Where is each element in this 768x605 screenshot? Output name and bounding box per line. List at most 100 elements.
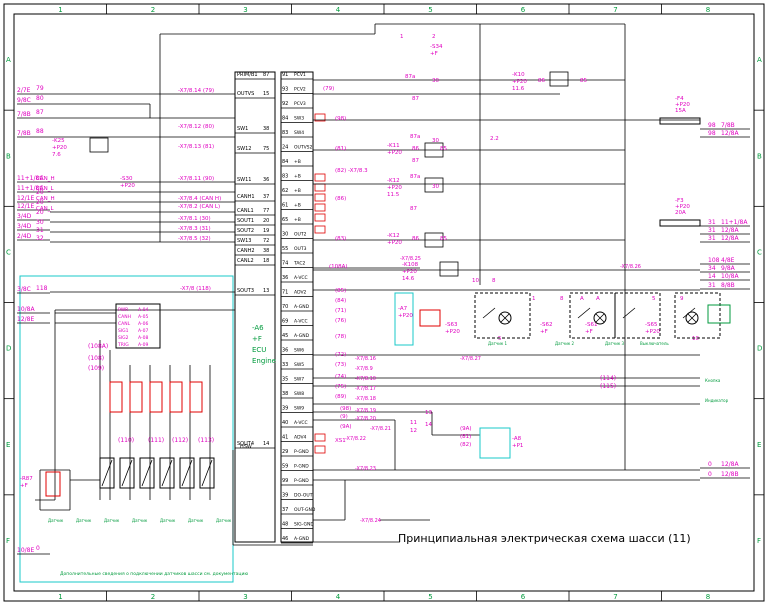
mid-label: (112): [172, 437, 188, 444]
left-terminal-label: 2/4D: [17, 233, 32, 240]
left-terminal-label: 12/8E: [17, 316, 34, 323]
column-number-bottom: 8: [706, 593, 710, 601]
relay-label: -K10: [512, 72, 525, 78]
row-letter-right: B: [757, 152, 762, 160]
sensor-arrow: [201, 459, 213, 487]
lamp-icon: [685, 311, 699, 325]
connector-tag: [314, 113, 326, 122]
ecu-pin-name: P-GND: [294, 449, 309, 455]
ecu-pin-number: 37: [263, 194, 269, 200]
side-note: Выключатель: [640, 341, 669, 346]
sub-pin-name: CANH: [118, 314, 131, 320]
ecu-label-1: -A6: [252, 324, 264, 332]
right-terminal-label: 12/8B: [721, 471, 739, 478]
right-terminal-number: 31: [708, 227, 716, 234]
right-terminal-label: 8/8B: [721, 282, 735, 289]
ecu-pin-number: 83: [282, 174, 288, 180]
pin-label: 11: [410, 420, 417, 426]
ecu-pin-name: SW9: [294, 406, 304, 412]
x-label: -X7/8.22: [345, 436, 366, 442]
column-number-bottom: 1: [58, 593, 62, 601]
lamp-cross: [500, 313, 510, 323]
connector-label: XS1: [335, 438, 346, 444]
connector-tag: [314, 173, 326, 182]
left-terminal-label: 3/8C: [17, 286, 31, 293]
left-terminal-label: 7/8B: [17, 130, 31, 137]
left-terminal-label: 12/1E: [17, 195, 34, 202]
ecu-pin-name: ADV2: [294, 290, 307, 296]
a7-label: -A7: [398, 306, 408, 312]
ecu-pin-number: 72: [263, 238, 269, 244]
ecu-label-2: +F: [252, 335, 262, 343]
wire-tag: (98): [335, 116, 346, 122]
side-note: Датчик 1: [488, 341, 508, 346]
side-note: Датчик 3: [605, 341, 625, 346]
wire-tag: (85): [335, 288, 346, 294]
a8-label: -A8: [512, 436, 522, 442]
ecu-pin-name: PCV3: [294, 101, 306, 107]
connector-tag: [314, 225, 326, 234]
x-label: -X7/8.9: [355, 366, 373, 372]
ecu-pin-name: P-GND: [294, 478, 309, 484]
row-letter-right: A: [757, 56, 762, 64]
relay-label: 7.6: [52, 152, 61, 158]
sub-pin-name: SIG2: [118, 335, 129, 341]
a7-module: [394, 292, 414, 346]
ecu-pin-number: 18: [263, 258, 269, 264]
right-terminal-number: 0: [708, 461, 712, 468]
row-letter-left: F: [6, 537, 10, 545]
switch-frame: [614, 292, 661, 339]
right-terminal-number: 31: [708, 282, 716, 289]
lamp-icon: [593, 311, 607, 325]
x-label: -X7/8.17: [355, 386, 376, 392]
pin-label: 86: [412, 146, 419, 152]
wire-tag: (83): [335, 236, 346, 242]
column-number-bottom: 6: [521, 593, 526, 601]
ecu-pin-number: 84: [282, 116, 288, 122]
relay-label: 11.6: [512, 86, 525, 92]
can-label: CAN_H: [36, 176, 55, 182]
left-terminal-number: 79: [36, 85, 44, 92]
can-label: CAN_L: [36, 206, 54, 212]
sensor-terminal: [149, 381, 163, 413]
r87-resistor: [45, 471, 61, 497]
right-terminal-number: 14: [708, 273, 716, 280]
switch-label: +F: [430, 51, 438, 57]
switch-frame: [474, 292, 531, 339]
ecu-pin-number: 14: [263, 441, 269, 447]
x-label: -X7/8.24: [360, 518, 381, 524]
ecu-pin-number: 71: [282, 290, 288, 296]
column-number-bottom: 2: [151, 593, 155, 601]
ecu-pin-number: 30: [282, 232, 288, 238]
pin-label: 10: [472, 278, 479, 284]
pin-label: 10: [692, 336, 699, 342]
ecu-pin-name: SW1: [237, 126, 248, 132]
ecu-pin-number: 20: [263, 218, 269, 224]
ecu-pin-number: 19: [263, 228, 269, 234]
switch-label: -S63: [445, 322, 458, 328]
fuse-label: +P20: [675, 102, 690, 108]
ecu-pin-number: 39: [282, 493, 288, 499]
x-label: -X7/8.20: [355, 416, 376, 422]
ecu-pin-number: 83: [282, 130, 288, 136]
x-label: -X7/8.25: [400, 256, 421, 262]
ecu-pin-name: OUTVS2: [294, 145, 313, 151]
r87-label: +F: [20, 483, 28, 489]
bottom-note: Дополнительные сведения о подключении да…: [60, 571, 248, 577]
sensor-terminal: [189, 381, 203, 413]
wire-tag: -X7/8 (118): [180, 286, 211, 292]
column-number-top: 7: [613, 6, 617, 14]
wire-tag: (9A): [460, 426, 472, 432]
left-terminal-label: 3/4D: [17, 213, 32, 220]
sensor-caption: Датчик: [76, 518, 92, 523]
ecu-right-column: [280, 71, 314, 543]
ecu-pin-number: 38: [263, 126, 269, 132]
ecu-pin-name: A-VCC: [294, 420, 308, 426]
left-terminal-number: 0: [36, 545, 40, 552]
ecu-pin-name: SOUT4: [237, 441, 254, 447]
sub-pin-value: A-08: [138, 335, 148, 341]
